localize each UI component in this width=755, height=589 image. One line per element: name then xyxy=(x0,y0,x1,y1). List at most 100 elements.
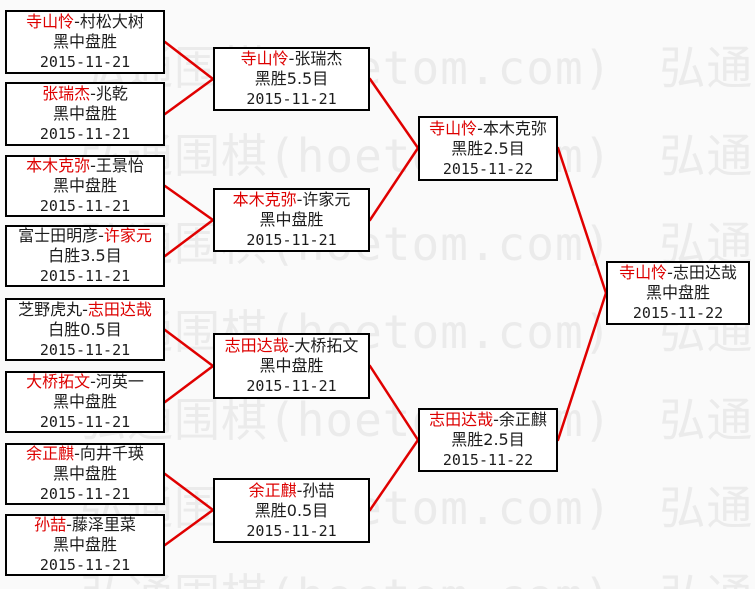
match-players: 余正麒-向井千瑛 xyxy=(26,444,144,464)
match-box-r1-2: 张瑞杰-兆乾 黑中盘胜 2015-11-21 xyxy=(5,82,165,146)
connector-line xyxy=(556,291,608,442)
match-result: 白胜0.5目 xyxy=(48,319,122,339)
player1-name: 大桥拓文 xyxy=(26,372,91,391)
players-separator: - xyxy=(82,299,88,319)
match-result: 黑中盘胜 xyxy=(259,356,324,375)
match-box-r1-4: 富士田明彦-许家元 白胜3.5目 2015-11-21 xyxy=(5,225,165,287)
player2-name: 许家元 xyxy=(302,190,351,209)
players-separator: - xyxy=(493,410,499,429)
match-box-r2-4: 余正麒-孙喆 黑胜0.5目 2015-11-21 xyxy=(213,478,370,543)
match-box-r2-2: 本木克弥-许家元 黑中盘胜 2015-11-21 xyxy=(213,188,370,252)
match-result: 黑中盘胜 xyxy=(52,535,117,554)
match-players: 余正麒-孙喆 xyxy=(249,481,335,501)
match-box-r1-6: 大桥拓文-河英一 黑中盘胜 2015-11-21 xyxy=(5,371,165,433)
players-separator: - xyxy=(288,49,295,68)
player1-name: 本木克弥 xyxy=(26,156,91,175)
match-box-r1-3: 本木克弥-王景怡 黑中盘胜 2015-11-21 xyxy=(5,155,165,217)
match-players: 志田达哉-大桥拓文 xyxy=(225,336,359,356)
connector-line xyxy=(368,77,420,150)
match-date: 2015-11-22 xyxy=(632,304,724,322)
players-separator: - xyxy=(296,190,303,209)
match-date: 2015-11-21 xyxy=(246,377,337,395)
match-result: 黑中盘胜 xyxy=(52,464,117,483)
connector-line xyxy=(368,438,420,512)
player2-name: 张瑞杰 xyxy=(294,49,343,68)
match-result: 黑胜2.5目 xyxy=(451,430,525,449)
match-box-sf-2: 志田达哉-余正麒 黑胜2.5目 2015-11-22 xyxy=(418,408,558,472)
match-result: 黑胜0.5目 xyxy=(254,500,329,520)
match-box-final: 寺山怜-志田达哉 黑中盘胜 2015-11-22 xyxy=(606,261,750,325)
match-date: 2015-11-21 xyxy=(39,485,131,503)
players-separator: - xyxy=(74,444,80,463)
match-players: 张瑞杰-兆乾 xyxy=(42,84,128,104)
match-date: 2015-11-21 xyxy=(246,521,337,540)
player2-name: 兆乾 xyxy=(95,84,128,103)
watermark-text: 弘通围棋(hoetom.com) 弘通围棋(hoetom.com) xyxy=(80,41,755,95)
player1-name: 寺山怜 xyxy=(429,118,478,138)
players-separator: - xyxy=(90,372,96,391)
match-date: 2015-11-21 xyxy=(39,125,131,143)
match-date: 2015-11-21 xyxy=(39,556,131,574)
connector-line xyxy=(163,364,215,404)
match-players: 本木克弥-许家元 xyxy=(233,190,351,210)
match-date: 2015-11-21 xyxy=(39,413,131,431)
match-result: 黑中盘胜 xyxy=(645,283,710,302)
match-players: 富士田明彦-许家元 xyxy=(18,226,152,246)
watermark-text: 弘通围棋(hoetom.com) 弘通围棋(hoetom.com) xyxy=(80,570,755,589)
players-separator: - xyxy=(667,263,673,282)
match-players: 本木克弥-王景怡 xyxy=(26,156,144,176)
player1-name: 余正麒 xyxy=(26,444,75,463)
match-box-r1-8: 孙喆-藤泽里菜 黑中盘胜 2015-11-21 xyxy=(5,514,165,576)
player1-name: 志田达哉 xyxy=(224,336,289,355)
player2-name: 大桥拓文 xyxy=(294,336,359,355)
player1-name: 富士田明彦 xyxy=(18,226,99,245)
match-box-r1-7: 余正麒-向井千瑛 黑中盘胜 2015-11-21 xyxy=(5,443,165,505)
match-players: 寺山怜-村松大树 xyxy=(26,12,144,32)
player2-name: 余正麒 xyxy=(498,410,547,429)
player2-name: 王景怡 xyxy=(95,156,144,175)
connector-line xyxy=(163,77,215,116)
player2-name: 河英一 xyxy=(95,372,144,391)
match-result: 黑胜5.5目 xyxy=(254,69,329,88)
connector-line xyxy=(163,184,215,222)
player2-name: 村松大树 xyxy=(79,12,144,31)
player1-name: 志田达哉 xyxy=(429,410,494,429)
match-date: 2015-11-22 xyxy=(442,451,534,469)
players-separator: - xyxy=(90,84,96,103)
players-separator: - xyxy=(477,118,483,138)
match-result: 黑中盘胜 xyxy=(52,32,117,51)
player1-name: 本木克弥 xyxy=(232,190,297,209)
match-players: 寺山怜-志田达哉 xyxy=(619,263,737,283)
match-date: 2015-11-22 xyxy=(442,159,534,178)
players-separator: - xyxy=(74,12,80,31)
players-separator: - xyxy=(296,480,303,500)
match-date: 2015-11-21 xyxy=(39,197,131,215)
match-result: 黑中盘胜 xyxy=(52,104,117,123)
player2-name: 志田达哉 xyxy=(672,263,737,282)
players-separator: - xyxy=(90,156,96,175)
match-result: 黑中盘胜 xyxy=(52,392,117,411)
connector-line xyxy=(163,40,215,81)
player1-name: 寺山怜 xyxy=(619,263,668,282)
match-date: 2015-11-21 xyxy=(39,267,131,285)
player2-name: 向井千瑛 xyxy=(79,444,144,463)
player1-name: 芝野虎丸 xyxy=(18,299,83,319)
match-box-r2-3: 志田达哉-大桥拓文 黑中盘胜 2015-11-21 xyxy=(213,333,370,399)
match-players: 寺山怜-本木克弥 xyxy=(429,119,547,139)
player2-name: 藤泽里菜 xyxy=(71,515,136,534)
players-separator: - xyxy=(66,515,72,534)
player1-name: 张瑞杰 xyxy=(42,84,91,103)
match-result: 白胜3.5目 xyxy=(48,246,122,265)
match-result: 黑胜2.5目 xyxy=(451,138,525,158)
connector-line xyxy=(163,328,215,368)
match-box-r1-5: 芝野虎丸-志田达哉 白胜0.5目 2015-11-21 xyxy=(5,298,165,361)
match-result: 黑中盘胜 xyxy=(52,176,117,195)
match-date: 2015-11-21 xyxy=(39,53,131,71)
connector-line xyxy=(556,146,608,295)
watermark-text: 弘通围棋(hoetom.com) 弘通围棋(hoetom.com) xyxy=(80,129,755,183)
match-date: 2015-11-21 xyxy=(246,231,337,249)
player1-name: 余正麒 xyxy=(248,480,297,500)
match-players: 芝野虎丸-志田达哉 xyxy=(18,300,152,320)
